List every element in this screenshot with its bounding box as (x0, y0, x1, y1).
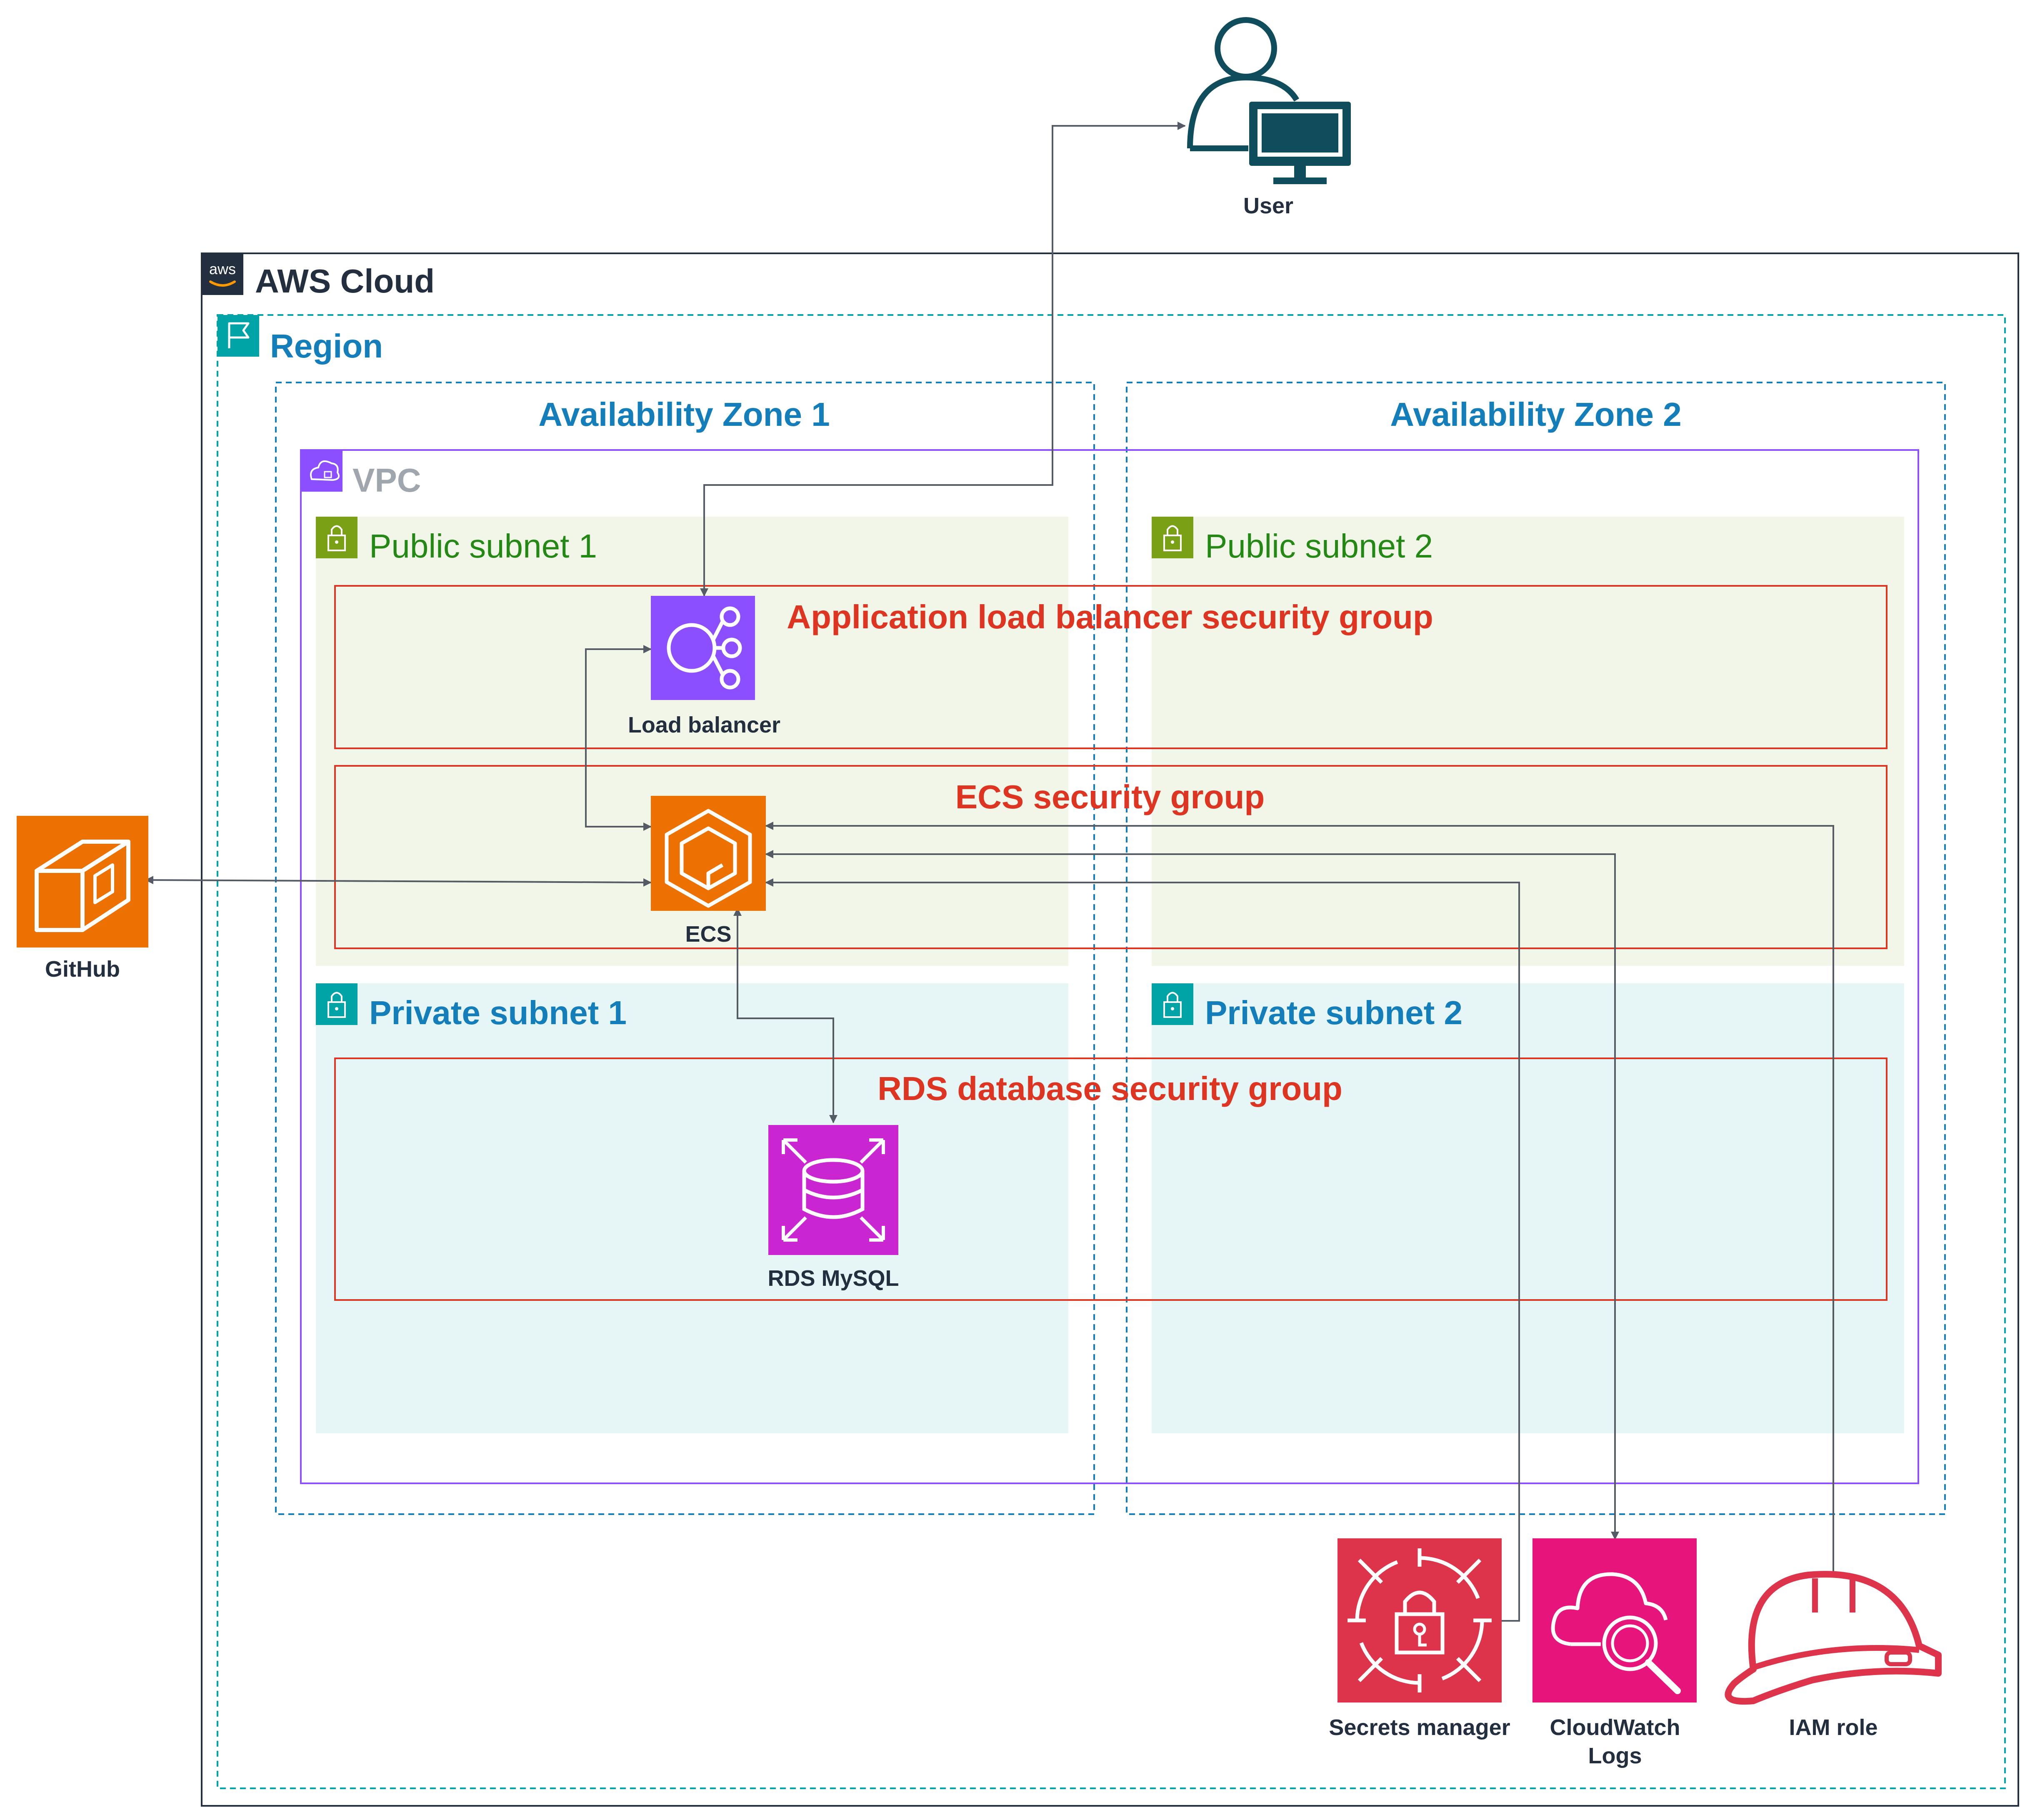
cloudwatch-logs-label-line1: CloudWatch (1550, 1715, 1680, 1740)
cloudwatch-logs-label-line2: Logs (1588, 1743, 1642, 1768)
user-label: User (1243, 193, 1293, 218)
vpc-cloud-icon (301, 450, 342, 492)
connector-ecs-alb (585, 645, 652, 831)
public-subnet-2: Public subnet 2 (1152, 517, 1904, 966)
region-flag-icon (218, 315, 259, 357)
rds-security-group-label: RDS database security group (878, 1070, 1342, 1107)
connector-ecs-secrets (765, 878, 1520, 1622)
load-balancer-label: Load balancer (628, 712, 780, 738)
private-subnet-1-lock-icon (316, 983, 358, 1025)
cloudwatch-logs-node[interactable]: CloudWatch Logs (1532, 1538, 1697, 1768)
user-node[interactable]: User (1187, 17, 1351, 218)
public-subnet-1-lock-icon (316, 517, 358, 558)
alb-security-group: Application load balancer security group (334, 585, 1888, 749)
secrets-manager-label: Secrets manager (1329, 1715, 1510, 1740)
aws-logo-icon: aws (202, 253, 243, 295)
ecs-icon (651, 796, 766, 911)
ecs-node[interactable]: ECS (651, 796, 766, 947)
github-label: GitHub (45, 957, 120, 982)
private-subnet-1-label: Private subnet 1 (369, 994, 627, 1031)
ecs-security-group-label: ECS security group (955, 778, 1265, 815)
public-subnet-2-label: Public subnet 2 (1205, 528, 1433, 565)
iam-role-label: IAM role (1789, 1715, 1878, 1740)
region-group: Region (217, 314, 2006, 1789)
vpc-label: VPC (352, 462, 421, 499)
rds-node[interactable]: RDS MySQL (768, 1125, 899, 1291)
ecs-label: ECS (685, 922, 731, 947)
private-subnet-2-label: Private subnet 2 (1205, 994, 1462, 1031)
secrets-manager-node[interactable]: Secrets manager (1329, 1538, 1510, 1740)
az1-label: Availability Zone 1 (538, 396, 830, 433)
connector-ecs-cloudwatch (765, 850, 1619, 1540)
rds-label: RDS MySQL (768, 1266, 899, 1291)
ecs-security-group: ECS security group (334, 765, 1888, 949)
connectors (145, 122, 1834, 1622)
github-code-icon (17, 816, 148, 948)
public-subnet-1-label: Public subnet 1 (369, 528, 597, 565)
hard-hat-icon (1725, 1571, 1942, 1705)
svg-text:aws: aws (209, 260, 236, 278)
load-balancer-node[interactable]: Load balancer (628, 596, 780, 738)
private-subnet-2-lock-icon (1152, 983, 1193, 1025)
rds-database-icon (768, 1125, 898, 1255)
aws-cloud-label: AWS Cloud (255, 262, 435, 300)
connector-ecs-iam (765, 822, 1834, 1576)
cloudwatch-logs-icon (1532, 1538, 1697, 1702)
connector-alb-user (700, 122, 1186, 597)
az2-label: Availability Zone 2 (1390, 396, 1681, 433)
public-subnet-2-lock-icon (1152, 517, 1193, 558)
secrets-manager-lock-icon (1338, 1538, 1502, 1702)
private-subnet-2: Private subnet 2 (1152, 983, 1904, 1433)
connector-ecs-github (145, 876, 652, 887)
private-subnet-1: Private subnet 1 (316, 983, 1068, 1433)
github-node[interactable]: GitHub (17, 816, 148, 982)
load-balancer-icon (651, 596, 755, 700)
iam-role-node[interactable]: IAM role (1725, 1571, 1942, 1740)
user-computer-icon (1187, 17, 1351, 184)
alb-security-group-label: Application load balancer security group (787, 598, 1433, 635)
region-label: Region (270, 328, 383, 365)
